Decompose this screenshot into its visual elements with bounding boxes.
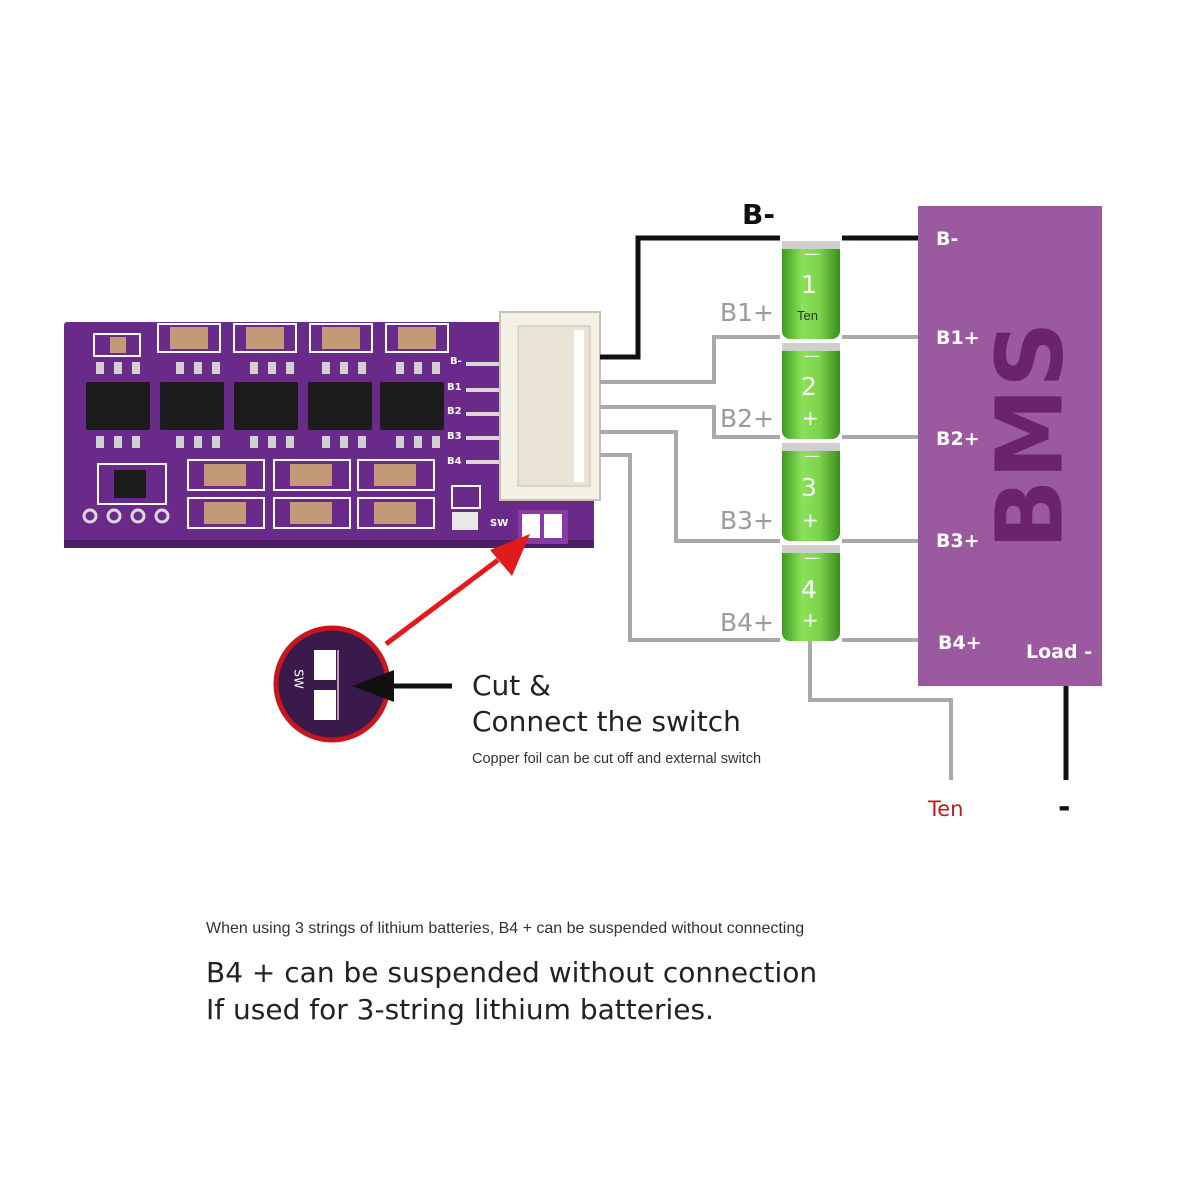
footer-line2: If used for 3-string lithium batteries. <box>206 993 714 1026</box>
cell-1-minus-mark: — <box>804 244 820 263</box>
cell-3-plus-mark: + <box>802 508 819 532</box>
pcb-sw-label: SW <box>490 518 509 529</box>
capacitor-row-bottom <box>187 459 435 529</box>
bms-pin-b1-plus: B1+ <box>936 327 980 349</box>
footer-note: When using 3 strings of lithium batterie… <box>206 920 805 937</box>
bms-load-minus: Load - <box>1026 641 1093 663</box>
cell-4-plus-mark: + <box>802 608 819 632</box>
red-arrow <box>384 534 530 646</box>
wire-b-minus <box>600 235 918 360</box>
bms-pin-b3-plus: B3+ <box>936 530 980 552</box>
bms-pin-b2-plus: B2+ <box>936 428 980 450</box>
wire-label-b-minus: B- <box>742 198 775 231</box>
cell-4-number: 4 <box>801 575 817 604</box>
cell-2-plus-mark: + <box>802 406 819 430</box>
callout-title-line1: Cut & <box>472 669 552 702</box>
output-minus: - <box>1058 790 1071 825</box>
bms-box <box>918 206 1102 686</box>
bms-title-wrap: BMS <box>960 321 1100 549</box>
cell-1-sub: Ten <box>797 308 818 323</box>
battery-cell-3 <box>782 443 840 541</box>
output-ten: Ten <box>928 797 964 821</box>
pcb-pin-b4: B4 <box>447 456 462 467</box>
pcb-pin-b-minus: B- <box>450 356 462 367</box>
wire-label-b4-plus: B4+ <box>720 608 775 637</box>
footer-line1: B4 + can be suspended without connection <box>206 956 818 989</box>
cell-3-minus-mark: — <box>804 446 820 465</box>
battery-stack <box>782 241 840 641</box>
pcb-board <box>64 311 601 548</box>
battery-cell-2 <box>782 343 840 439</box>
mosfet-chips <box>86 382 444 430</box>
cell-3-number: 3 <box>801 473 817 502</box>
wire-ten <box>808 640 953 780</box>
wire-b2 <box>600 405 780 439</box>
capacitor-row-top <box>157 323 449 353</box>
cell-2-number: 2 <box>801 372 817 401</box>
pcb-pin-b1: B1 <box>447 382 462 393</box>
bms-pin-b-minus: B- <box>936 228 959 250</box>
wire-b3 <box>600 430 780 543</box>
callout-subtitle: Copper foil can be cut off and external … <box>472 751 762 767</box>
battery-cell-4 <box>782 545 840 641</box>
callout-title-line2: Connect the switch <box>472 705 741 738</box>
cell-1-number: 1 <box>801 270 817 299</box>
cell-2-minus-mark: — <box>804 346 820 365</box>
wire-label-b3-plus: B3+ <box>720 506 775 535</box>
wire-b4 <box>600 453 780 642</box>
zoom-callout <box>273 625 391 743</box>
pcb-pin-b2: B2 <box>447 406 462 417</box>
battery-cell-1 <box>782 241 840 339</box>
cell-4-minus-mark: — <box>804 548 820 567</box>
wire-label-b1-plus: B1+ <box>720 298 775 327</box>
wire-b1 <box>600 335 780 384</box>
wire-label-b2-plus: B2+ <box>720 404 775 433</box>
zoom-sw-label: SW <box>291 669 306 689</box>
pcb-pin-b3: B3 <box>447 431 462 442</box>
bms-pin-b4-plus: B4+ <box>938 632 982 654</box>
black-arrow <box>352 670 452 702</box>
bms-title: BMS <box>976 321 1084 549</box>
